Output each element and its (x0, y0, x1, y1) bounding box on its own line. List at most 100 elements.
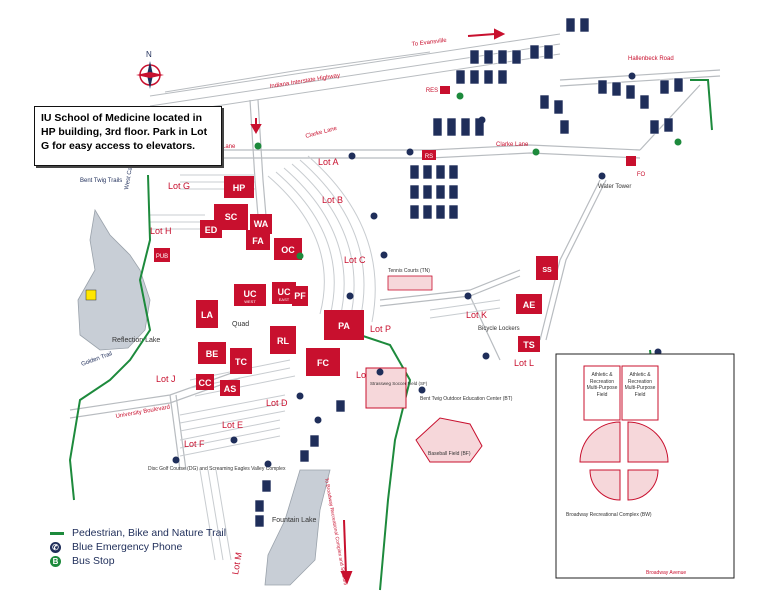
lot-m-label: Lot M (230, 551, 244, 575)
hallenbeck-label: Hallenbeck Road (628, 56, 674, 62)
building-pub (154, 248, 170, 262)
phone-icon: ✆ (50, 541, 61, 553)
lot-g-label: Lot G (168, 181, 190, 191)
building-fo (626, 156, 636, 166)
building-as (220, 380, 240, 396)
inset-field-labels: Athletic & Recreation Multi-Purpose Fiel… (587, 372, 656, 398)
building-label-be: BE (206, 349, 219, 359)
building-label-ss: SS (542, 267, 552, 274)
inset-field-1 (583, 365, 621, 421)
lot-l-label: Lot L (514, 358, 534, 368)
building-label-rl: RL (277, 336, 289, 346)
housing-units (254, 17, 684, 528)
quad-label: Quad (232, 321, 249, 328)
building-rl (270, 326, 296, 354)
lot-f-label: Lot F (184, 439, 205, 449)
lot-p-label: Lot P (370, 324, 391, 334)
clarke-lane-label-2: Clarke Lane (305, 126, 338, 140)
small-building-labels: PUB RES RS FO (156, 88, 646, 260)
inset-diamond-sw (589, 469, 621, 501)
disc-golf-label: Disc Golf Course (DG) and Screaming Eagl… (148, 466, 286, 472)
building-label-ts: TS (523, 340, 535, 350)
building-label-fo: FO (637, 172, 646, 178)
to-evansville-label: To Evansville (412, 38, 448, 48)
yellow-marker (85, 289, 97, 301)
lot-j-label: Lot J (156, 374, 176, 384)
lot-labels: Lot G Lot A Lot B Lot H Lot C Lot K Lot … (150, 157, 534, 575)
building-label-fc: FC (317, 358, 329, 368)
building-sublabel-uc-east: EAST (279, 297, 290, 302)
building-label-la: LA (201, 310, 213, 320)
reflection-lake-label: Reflection Lake (112, 337, 160, 344)
building-label-cc: CC (199, 378, 212, 388)
inset-field-2 (621, 365, 659, 421)
inset-diamond-nw (579, 421, 621, 463)
building-label-oc: OC (281, 245, 295, 255)
building-fc (306, 348, 340, 376)
inset-broadway (555, 353, 735, 579)
building-wa (250, 214, 272, 234)
lot-e-label: Lot E (222, 420, 243, 430)
building-label-uc-west: UC (244, 289, 257, 299)
lot-h-label: Lot H (150, 226, 172, 236)
lot-a-label: Lot A (318, 157, 339, 167)
bus-stops (254, 92, 682, 260)
inset-diamond-ne (627, 421, 669, 463)
callout-text: IU School of Medicine located in HP buil… (41, 112, 208, 152)
building-label-as: AS (224, 384, 237, 394)
building-cc (196, 374, 214, 390)
building-ed (200, 220, 222, 238)
medical-school-callout: IU School of Medicine located in HP buil… (34, 106, 222, 166)
bicycle-lockers-label: Bicycle Lockers (478, 326, 520, 332)
building-label-tc: TC (235, 357, 247, 367)
building-fa (246, 230, 270, 250)
legend-bus-label: Bus Stop (72, 555, 115, 567)
building-label-wa: WA (254, 219, 269, 229)
building-labels: HP SC ED WA FA OC UC UC PF LA RL BE TC C… (199, 183, 552, 394)
lot-c-label: Lot C (344, 255, 366, 265)
trail-swatch-icon (50, 531, 64, 535)
legend-phone-label: Blue Emergency Phone (72, 541, 183, 553)
bus-stop-icon: B (50, 555, 61, 567)
parking-stripes (150, 155, 501, 561)
lot-d-label: Lot D (266, 398, 288, 408)
building-la (196, 300, 218, 328)
compass-north-label: N (146, 50, 152, 59)
water-tower-label: Water Tower (598, 184, 631, 190)
building-uc-east (272, 282, 296, 304)
inset-field-2-label: Athletic & Recreation Multi-Purpose Fiel… (624, 372, 656, 398)
broadway-avenue-label: Broadway Avenue (646, 570, 686, 576)
lot-k-label: Lot K (466, 310, 487, 320)
interstate-label: Indiana Interstate Highway (269, 73, 340, 90)
tennis-courts-label: Tennis Courts (TN) (388, 268, 430, 274)
golden-trail-label: Golden Trail (81, 351, 113, 368)
route-arrows (250, 28, 506, 585)
lot-b-label: Lot B (322, 195, 343, 205)
building-pa (324, 310, 364, 340)
legend-trail-row: Pedestrian, Bike and Nature Trail (50, 526, 226, 540)
legend-bus-row: B Bus Stop (50, 554, 226, 568)
building-res (440, 86, 450, 94)
legend-trail-label: Pedestrian, Bike and Nature Trail (72, 527, 227, 539)
fountain-lake-label: Fountain Lake (272, 517, 316, 524)
building-uc-west (234, 284, 266, 306)
building-tc (230, 348, 252, 374)
bent-twig-trails-label: Bent Twig Trails (80, 178, 122, 184)
building-hp (224, 176, 254, 198)
building-label-pf: PF (294, 291, 306, 301)
building-rs (422, 150, 436, 160)
building-ss (536, 256, 558, 280)
building-sublabel-uc-west: WEST (244, 299, 256, 304)
map-legend: Pedestrian, Bike and Nature Trail ✆ Blue… (50, 526, 226, 568)
building-ae (516, 294, 542, 314)
building-label-ae: AE (523, 300, 536, 310)
compass-rose-icon (136, 61, 164, 89)
building-label-ed: ED (205, 225, 218, 235)
baseball-field (415, 417, 483, 463)
inset-diamond-se (627, 469, 659, 501)
tennis-courts (387, 275, 433, 291)
building-label-hp: HP (233, 183, 246, 193)
clarke-lane-label-3: Clarke Lane (496, 142, 529, 148)
building-oc (274, 238, 302, 260)
